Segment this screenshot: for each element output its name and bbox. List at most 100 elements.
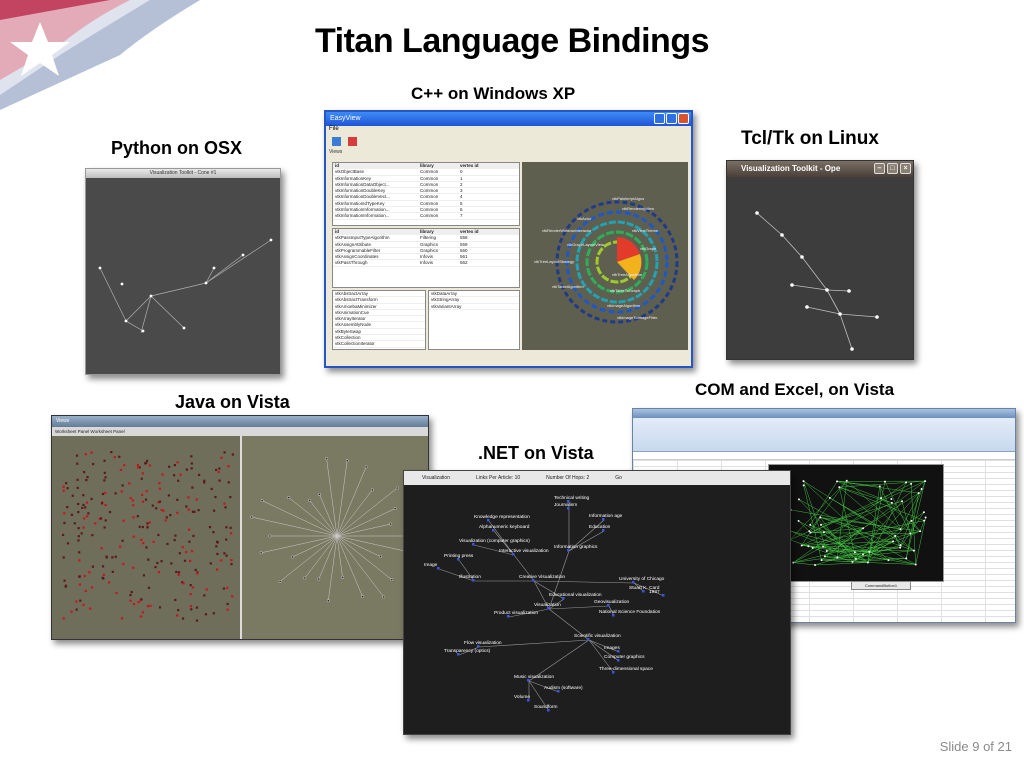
- list-item[interactable]: vtkAbstractTransform: [333, 297, 425, 304]
- graph-node-label[interactable]: 1987: [649, 589, 660, 595]
- graph-node: [325, 457, 328, 461]
- graph-node: [79, 599, 82, 602]
- graph-node-label[interactable]: Interactive visualization: [499, 548, 549, 554]
- graph-node-label[interactable]: Printing press: [444, 553, 474, 559]
- graph-node-label[interactable]: Visualization (computer graphics): [459, 538, 530, 544]
- graph-node: [86, 515, 89, 518]
- list-item[interactable]: vtkVariantArray: [429, 304, 519, 310]
- net-go-button[interactable]: Go: [615, 475, 622, 481]
- graph-node-label[interactable]: National Science Foundation: [599, 609, 661, 615]
- list-item[interactable]: vtkAmoebaMinimizer: [333, 304, 425, 310]
- graph-node-label[interactable]: Transparency (optics): [444, 648, 491, 654]
- minimize-button[interactable]: [654, 113, 665, 124]
- graph-edge: [862, 535, 896, 555]
- graph-node-label[interactable]: Information age: [589, 513, 623, 519]
- list-item[interactable]: vtkByteSwap: [333, 329, 425, 336]
- graph-node: [100, 502, 104, 505]
- open-icon[interactable]: [332, 137, 341, 146]
- graph-node-label[interactable]: Images: [604, 645, 620, 651]
- graph-node-label[interactable]: Scientific visualization: [574, 633, 621, 639]
- graph-node-label[interactable]: Image: [424, 562, 438, 568]
- list-item[interactable]: vtkDataArray: [429, 291, 519, 298]
- graph-edge: [336, 535, 363, 597]
- graph-node: [121, 539, 124, 542]
- graph-node-label[interactable]: Geovisualization: [594, 599, 630, 605]
- graph-node-label[interactable]: Audism (software): [544, 685, 583, 691]
- graph-node-label[interactable]: Stuart K. Card: [629, 585, 660, 591]
- net-number-of-hops[interactable]: Number Of Hops: 2: [546, 475, 590, 481]
- graph-node-label[interactable]: Information graphics: [554, 544, 598, 550]
- graph-node: [364, 465, 368, 469]
- graph-edge: [438, 568, 475, 582]
- graph-edge: [458, 559, 475, 582]
- graph-edge: [810, 483, 912, 533]
- list-item[interactable]: vtkAssemblyNode: [333, 322, 425, 329]
- graph-node-label[interactable]: Soundform: [534, 704, 557, 710]
- graph-node-label[interactable]: Technical writing: [554, 495, 590, 501]
- list-item[interactable]: vtkCollectionIterator: [333, 341, 425, 348]
- graph-node-label[interactable]: Three-dimensional space: [599, 666, 653, 672]
- graph-edge: [837, 481, 880, 487]
- command-button[interactable]: CommandButton1: [851, 581, 911, 590]
- minimize-button[interactable]: –: [874, 163, 885, 174]
- list-item[interactable]: vtkAbstractArray: [333, 291, 425, 298]
- graph-node-label[interactable]: Music visualization: [514, 674, 554, 680]
- graph-node-label[interactable]: Creative Visualization: [519, 574, 565, 580]
- graph-node-label[interactable]: Knowledge representation: [474, 514, 530, 520]
- maximize-button[interactable]: □: [887, 163, 898, 174]
- graph-node: [77, 527, 80, 530]
- excel-formula-bar[interactable]: [633, 452, 1015, 460]
- close-button[interactable]: [678, 113, 689, 124]
- list-item[interactable]: vtkCollection: [333, 335, 425, 342]
- graph-node-label[interactable]: Educational visualization: [549, 592, 602, 598]
- graph-node: [104, 519, 107, 522]
- graph-node-label[interactable]: Computer graphics: [604, 654, 645, 660]
- excel-ribbon[interactable]: [633, 418, 1015, 452]
- maximize-button[interactable]: [666, 113, 677, 124]
- graph-node-label[interactable]: Alphanumeric keyboard: [479, 524, 530, 530]
- graph-node: [78, 583, 82, 586]
- close-button[interactable]: ×: [900, 163, 911, 174]
- stop-icon[interactable]: [348, 137, 357, 146]
- graph-node-label[interactable]: Flow visualization: [464, 640, 502, 646]
- graph-node-label[interactable]: Journalism: [554, 502, 577, 508]
- net-links-per-article[interactable]: Links Per Article: 10: [475, 475, 521, 481]
- graph-node: [901, 500, 904, 503]
- graph-node-label[interactable]: Product visualization: [494, 610, 538, 616]
- graph-edge: [528, 680, 550, 712]
- graph-node-label[interactable]: Illustration: [459, 574, 481, 580]
- list-item[interactable]: vtkArrayIterator: [333, 316, 425, 323]
- graph-node: [205, 588, 208, 591]
- list-item[interactable]: vtkStringArray: [429, 297, 519, 304]
- java-tabs[interactable]: Worksheet Panel Worksheet Panel: [52, 427, 428, 436]
- graph-node: [557, 690, 560, 693]
- graph-node-label[interactable]: Visualization: [534, 602, 561, 608]
- graph-node-label[interactable]: University of Chicago: [619, 576, 665, 582]
- graph-node-label[interactable]: Education: [589, 524, 611, 530]
- graph-node-label[interactable]: Volume: [514, 694, 530, 700]
- cpp-menu-file[interactable]: File: [329, 126, 339, 132]
- list-item[interactable]: vtkAnimationCue: [333, 310, 425, 317]
- graph-node: [195, 498, 198, 501]
- python-graph: [98, 238, 273, 334]
- graph-node: [161, 473, 164, 476]
